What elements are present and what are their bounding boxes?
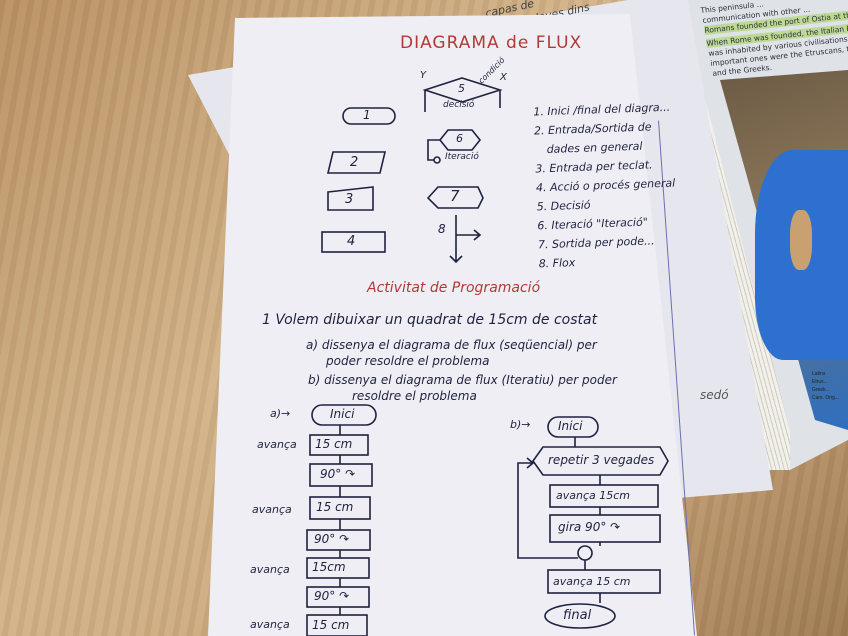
legend-item: Cars. Orig... (812, 395, 839, 401)
flow-a-box (306, 614, 368, 636)
symbol-number: 3 (345, 192, 354, 207)
loop-return (427, 139, 440, 161)
map-island (790, 210, 812, 270)
part-a-line: a) dissenya el diagrama de flux (seqüenc… (306, 338, 597, 352)
output-symbol (426, 186, 484, 209)
flow-a-step: 15 cm (312, 618, 350, 632)
flow-a-box (309, 496, 371, 520)
symbol-legend: 1. Inici /final del diagra... 2. Entrada… (533, 98, 678, 274)
flow-a-side-label: avança (250, 563, 290, 576)
flow-a-box (306, 586, 370, 608)
legend-item: Greek... (812, 387, 830, 393)
flow-b-loop-return (517, 457, 578, 559)
flow-a-step: 90° ↷ (314, 589, 350, 603)
flow-a-start-text: Inici (330, 407, 355, 421)
legend-item: Latins (812, 371, 826, 377)
part-b-line: b) dissenya el diagrama de flux (Iterati… (308, 373, 617, 387)
sheet-title: DIAGRAMA de FLUX (400, 33, 583, 53)
flow-b-loop-text: repetir 3 vegades (548, 453, 655, 467)
symbol-number: 2 (350, 155, 359, 170)
flow-b-box (549, 514, 661, 543)
symbol-number: 4 (347, 234, 356, 249)
flow-b-end-text: final (563, 608, 592, 623)
flow-a-step: 15 cm (316, 500, 354, 514)
symbol-number: 1 (363, 108, 371, 122)
decision-label: decisió (443, 100, 475, 110)
process-symbol (321, 231, 386, 253)
part-a-line: poder resoldre el problema (326, 354, 490, 368)
back-paper-text: sedó (700, 388, 729, 402)
flow-b-label: b)→ (510, 418, 531, 431)
terminal-symbol (342, 107, 396, 125)
flow-b-loop (532, 446, 669, 476)
flow-a-step: 15 cm (315, 437, 353, 451)
input-symbol (327, 186, 374, 211)
flow-b-box (547, 569, 661, 594)
flow-a-side-label: avança (257, 438, 297, 451)
flow-a-box (309, 463, 373, 487)
decision-yes: Y (420, 70, 427, 81)
flow-a-box (309, 434, 369, 456)
symbol-number: 7 (450, 187, 460, 205)
flow-b-step: gira 90° ↷ (558, 520, 621, 534)
flow-b-box (549, 484, 659, 508)
symbol-number: 8 (438, 222, 446, 236)
map-legend: Latins Etrus... Greek... Cars. Orig... (812, 370, 839, 402)
decision-no: X (500, 72, 507, 83)
legend-item: Etrus... (812, 379, 828, 385)
activity-title: Activitat de Programació (367, 280, 541, 296)
symbol-number: 5 (458, 82, 465, 95)
connector-circle (433, 156, 441, 164)
loop-symbol (438, 129, 482, 151)
task-statement: 1 Volem dibuixar un quadrat de 15cm de c… (262, 312, 598, 328)
flow-a-start (311, 404, 377, 426)
flow-arrow-symbol (449, 215, 482, 264)
flow-a-box (306, 529, 371, 551)
flow-a-side-label: avança (252, 503, 292, 516)
flow-b-end (544, 603, 616, 629)
decision-branches (424, 90, 501, 112)
flow-b-after: avança 15 cm (553, 575, 631, 588)
flow-b-line (574, 437, 601, 603)
flow-a-step: 90° ↷ (320, 467, 356, 481)
flow-a-box (306, 557, 370, 579)
part-b-line: resoldre el problema (352, 389, 477, 403)
symbol-number: 6 (456, 132, 463, 145)
flow-b-start (547, 416, 599, 438)
flow-a-step: 90° ↷ (314, 532, 350, 546)
flow-a-label: a)→ (270, 407, 291, 420)
flow-b-connector (577, 545, 593, 561)
flow-a-side-label: avança (250, 618, 290, 631)
loop-label: Iteració (445, 152, 479, 162)
io-symbol (326, 151, 387, 174)
flow-b-step: avança 15cm (556, 489, 631, 502)
flow-b-start-text: Inici (558, 419, 583, 433)
flow-a-step: 15cm (312, 560, 346, 574)
